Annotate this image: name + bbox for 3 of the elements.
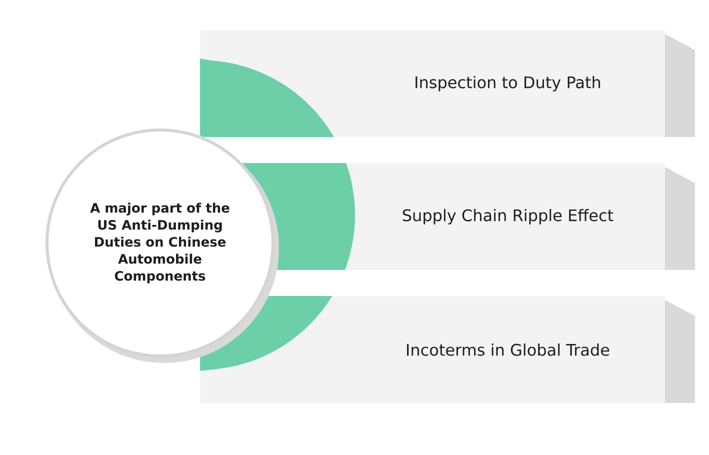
option-bar: Incoterms in Global Trade <box>200 296 695 403</box>
option-bar: Inspection to Duty Path <box>200 30 695 137</box>
option-bar: Supply Chain Ripple Effect <box>242 163 695 270</box>
